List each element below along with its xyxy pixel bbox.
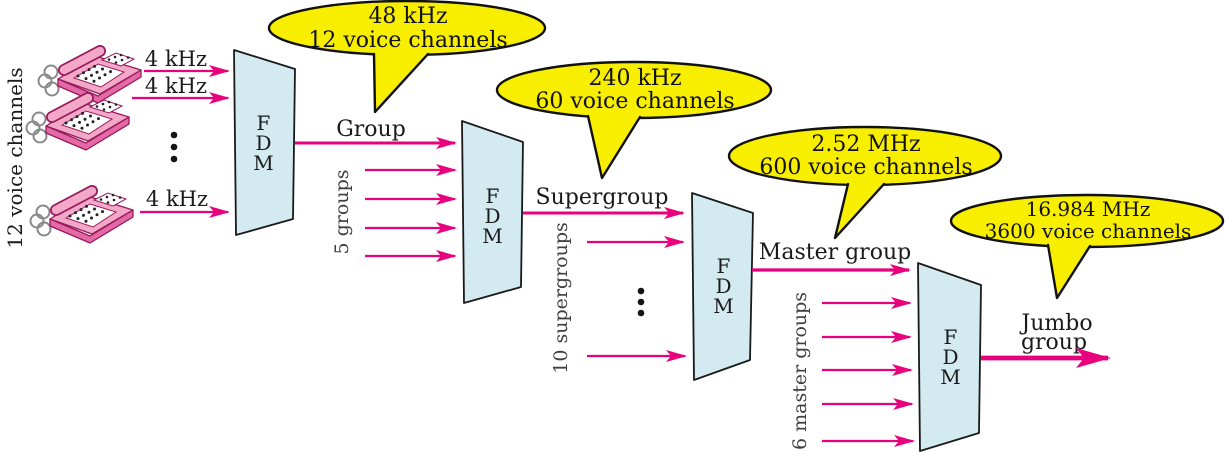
voice-channel-arrows — [132, 65, 230, 218]
callout4-line2: 3600 voice channels — [985, 219, 1192, 243]
jumbo-group-label-line2: group — [1021, 330, 1087, 355]
callout-jumbo-group: 16.984 MHz 3600 voice channels — [949, 193, 1225, 300]
source-count-label: 12 voice channels — [3, 67, 27, 248]
five-groups-label: 5 groups — [331, 170, 353, 255]
fdm-mux-4: F D M — [917, 262, 982, 452]
callout-group: 48 kHz 12 voice channels — [267, 0, 547, 114]
callout4-line1: 16.984 MHz — [1026, 197, 1151, 221]
callout3-line2: 600 voice channels — [759, 155, 972, 180]
mux3-letter-f: F — [717, 254, 732, 278]
six-master-groups-label: 6 master groups — [789, 292, 811, 450]
mux1-letter-d: D — [255, 131, 272, 155]
mux2-letter-f: F — [486, 184, 501, 208]
fdm-mux-2: F D M — [461, 120, 524, 304]
telephone-icon-2 — [27, 98, 130, 150]
master-group-label: Master group — [759, 240, 911, 265]
supergroup-ellipsis-dots — [637, 287, 645, 317]
group-label: Group — [336, 117, 406, 142]
mux4-letter-f: F — [944, 325, 959, 349]
callout2-line1: 240 kHz — [588, 66, 681, 91]
mux2-letter-d: D — [484, 204, 501, 228]
freq-label-2: 4 kHz — [145, 74, 207, 98]
mux3-letter-d: D — [715, 274, 732, 298]
callout-supergroup: 240 kHz 60 voice channels — [495, 60, 773, 180]
mux3-letter-m: M — [713, 294, 734, 318]
telephone-icon-3 — [31, 191, 134, 243]
fdm-mux-1: F D M — [233, 49, 296, 236]
jumbo-group-label-line1: Jumbo — [1019, 311, 1092, 336]
mux4-letter-m: M — [940, 365, 961, 389]
phone-ellipsis-dots — [170, 131, 178, 163]
mux1-letter-f: F — [257, 111, 272, 135]
mux2-letter-m: M — [482, 224, 503, 248]
freq-label-1: 4 kHz — [145, 47, 207, 71]
callout1-line2: 12 voice channels — [308, 28, 507, 53]
callout3-line1: 2.52 MHz — [811, 132, 920, 157]
callout1-line1: 48 kHz — [368, 4, 447, 29]
supergroup-input-arrows — [587, 236, 687, 362]
callout2-line2: 60 voice channels — [535, 89, 734, 114]
mux4-letter-d: D — [942, 345, 959, 369]
freq-label-3: 4 kHz — [146, 187, 208, 211]
master-group-input-arrows — [822, 297, 915, 447]
fdm-mux-3: F D M — [691, 192, 754, 381]
mux1-letter-m: M — [253, 151, 274, 175]
callout-master-group: 2.52 MHz 600 voice channels — [727, 125, 1003, 240]
supergroup-label: Supergroup — [536, 185, 669, 210]
group-input-arrows — [365, 164, 457, 262]
ten-supergroups-label: 10 supergroups — [550, 222, 572, 374]
